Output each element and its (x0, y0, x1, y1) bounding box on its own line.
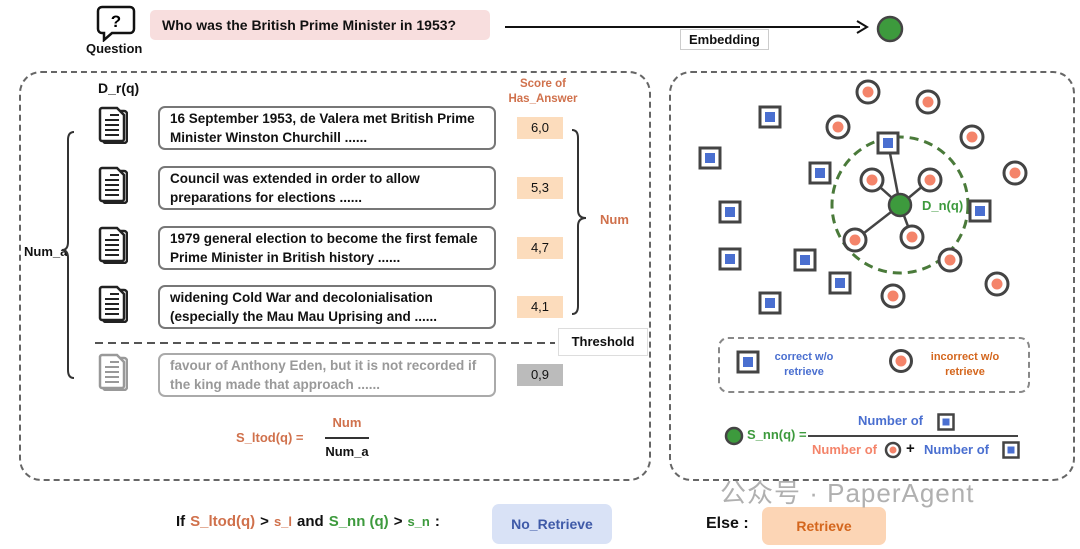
fraction-bar (325, 437, 369, 439)
svg-text:?: ? (111, 12, 121, 31)
question-label: Question (86, 41, 143, 56)
correct-point-fill (765, 112, 775, 122)
document-passage: favour of Anthony Eden, but it is not re… (158, 353, 496, 397)
else-keyword: Else : (706, 515, 749, 532)
no-retrieve-button[interactable]: No_Retrieve (492, 504, 612, 544)
incorrect-point-fill (887, 290, 899, 302)
num-a-label: Num_a (24, 244, 68, 259)
correct-point-fill (835, 278, 845, 288)
s-nn-lhs: S_nn(q) = (747, 427, 807, 442)
colon: : (434, 513, 440, 530)
s-n-threshold: s_n (407, 514, 430, 529)
question-bubble-icon: ? (96, 5, 136, 42)
document-passage: widening Cold War and decolonialisation … (158, 285, 496, 329)
incorrect-circle-icon (889, 349, 913, 373)
num-label: Num (600, 212, 629, 227)
neighbor-scatter (698, 79, 1028, 315)
score-badge: 4,7 (517, 237, 563, 259)
incorrect-point-fill (966, 131, 978, 143)
decision-rule: If S_ltod(q) > s_l and S_nn (q) > s_n : (176, 513, 440, 530)
incorrect-point-fill (924, 174, 936, 186)
score-badge: 0,9 (517, 364, 563, 386)
threshold-line (95, 342, 555, 344)
incorrect-point-fill (832, 121, 844, 133)
correct-point-fill (765, 298, 775, 308)
s-ltod: S_ltod(q) (190, 513, 256, 530)
s-nn-denominator-a: Number of (812, 442, 877, 457)
score-badge: 5,3 (517, 177, 563, 199)
correct-square-icon (736, 350, 760, 374)
embedding-label: Embedding (680, 29, 769, 50)
incorrect-circle-icon (884, 441, 902, 459)
gt-sign: > (393, 513, 403, 530)
watermark: 公众号 · PaperAgent (720, 478, 975, 508)
document-passage: Council was extended in order to allow p… (158, 166, 496, 210)
s-nn: S_nn (q) (328, 513, 389, 530)
score-header: Score of Has_Answer (508, 78, 578, 105)
s-nn-numerator: Number of (858, 413, 923, 428)
incorrect-point-fill (906, 231, 918, 243)
s-ltod-numerator: Num (332, 415, 362, 430)
document-icon (98, 106, 128, 144)
left-panel (19, 71, 651, 481)
score-badge: 6,0 (517, 117, 563, 139)
document-icon (98, 353, 128, 391)
incorrect-point-fill (944, 254, 956, 266)
embedding-arrow (505, 15, 904, 43)
s-ltod-lhs: S_ltod(q) = (236, 430, 304, 445)
query-dot-icon (724, 426, 744, 446)
incorrect-point-fill (991, 278, 1003, 290)
correct-square-icon (937, 413, 955, 431)
if-keyword: If (176, 513, 186, 530)
s-l-threshold: s_l (273, 514, 293, 529)
document-passage: 16 September 1953, de Valera met British… (158, 106, 496, 150)
incorrect-point-fill (922, 96, 934, 108)
s-nn-denominator-b: Number of (924, 442, 989, 457)
neighborhood-circle (830, 135, 970, 275)
document-icon (98, 226, 128, 264)
and-keyword: and (297, 513, 324, 530)
plus-sign: + (906, 440, 915, 457)
legend-correct: correct w/o retrieve (774, 351, 834, 378)
incorrect-point-fill (1009, 167, 1021, 179)
correct-point-fill (800, 255, 810, 265)
num-a-brace (62, 131, 75, 379)
legend-incorrect: incorrect w/o retrieve (930, 351, 1000, 378)
score-badge: 4,1 (517, 296, 563, 318)
incorrect-point-fill (862, 86, 874, 98)
correct-point-fill (883, 138, 893, 148)
correct-point-fill (815, 168, 825, 178)
correct-point-fill (725, 207, 735, 217)
right-panel (669, 71, 1075, 481)
s-ltod-denominator: Num_a (325, 444, 369, 459)
incorrect-point-fill (866, 174, 878, 186)
correct-point-fill (725, 254, 735, 264)
legend (718, 337, 1030, 393)
correct-point-fill (705, 153, 715, 163)
document-icon (98, 166, 128, 204)
num-brace (571, 129, 587, 315)
neighbor-label: D_n(q) (922, 198, 964, 213)
correct-point-fill (975, 206, 985, 216)
document-passage: 1979 general election to become the firs… (158, 226, 496, 270)
fraction-bar (808, 435, 1018, 437)
incorrect-point-fill (849, 234, 861, 246)
question-text: Who was the British Prime Minister in 19… (150, 10, 490, 40)
gt-sign: > (260, 513, 269, 530)
query-point (887, 192, 913, 218)
retrieved-docs-label: D_r(q) (98, 80, 140, 96)
retrieve-button[interactable]: Retrieve (762, 507, 886, 545)
document-icon (98, 285, 128, 323)
correct-square-icon (1002, 441, 1020, 459)
threshold-label: Threshold (558, 328, 648, 356)
